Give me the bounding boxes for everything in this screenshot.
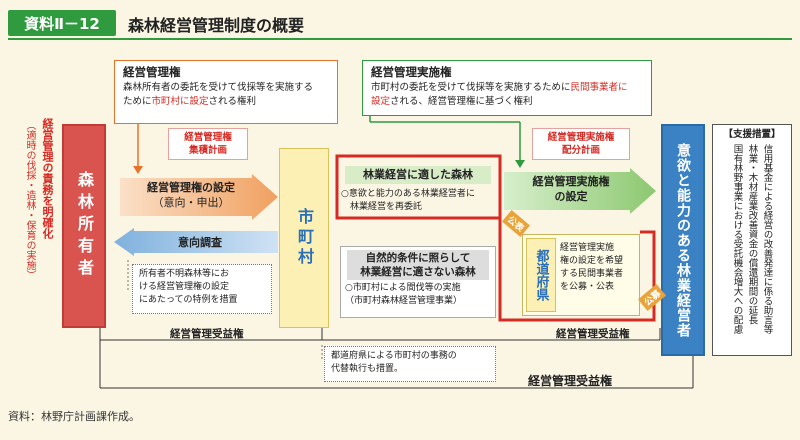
plan-left-line1: 経営管理権 xyxy=(184,132,232,143)
arrow-set-shape xyxy=(120,174,278,220)
implementation-right-desc-b: 設定される、経営管理権に基づく権利 xyxy=(371,95,643,109)
note-owner-unknown: 所有者不明森林等にお ける経営管理権の設定 にあたっての特例を措置 xyxy=(132,264,272,314)
arrow-survey-text: 意向調査 xyxy=(178,236,222,249)
unsuitable-title1: 自然的条件に照らして xyxy=(365,252,471,264)
support-title: 【支援措置】 xyxy=(723,129,781,140)
unsuitable-title2: 林業経営に適さない森林 xyxy=(360,266,476,278)
plan-right-line1: 経営管理実施権 xyxy=(547,132,615,143)
highlight-suitable xyxy=(335,154,502,220)
arrow-impl-shape xyxy=(504,168,656,214)
unsuitable-line1: ○市町村による間伐等の実施 xyxy=(345,283,461,293)
accumulation-plan-label: 経営管理権 集積計画 xyxy=(168,128,248,160)
desc-b-pre: ために xyxy=(123,96,152,107)
prefecture-desc: 経営管理実施 権の設定を希望 する民間事業者 を公募・公表 xyxy=(560,242,640,294)
forester-column: 意欲と能力のある林業経営者 xyxy=(661,124,705,356)
note-pref-line2: 代替執行も措置。 xyxy=(331,364,404,374)
note-owner-line2: ける経営管理権の設定 xyxy=(139,282,230,292)
municipality-label: 市町村 xyxy=(295,208,314,268)
note-owner-line3: にあたっての特例を措置 xyxy=(139,295,238,305)
desc-b-post2: される、経営管理権に基づく権利 xyxy=(390,96,533,107)
benefit-label-left: 経営管理受益権 xyxy=(170,328,244,340)
note-prefecture-substitute: 都道府県による市町村の事務の 代替執行も措置。 xyxy=(324,346,496,382)
desc-a-pre: 市町村の委託を受けて伐採等を実施するために xyxy=(371,82,571,93)
arrow-survey-shape xyxy=(114,228,278,256)
arrow-set-line1: 経営管理権の設定 xyxy=(147,181,235,194)
management-right-desc-a: 森林所有者の委託を受けて伐採等を実施する xyxy=(123,82,314,93)
arrow-set-text: 経営管理権の設定 （意向・申出） xyxy=(126,180,256,210)
benefit-label-right: 経営管理受益権 xyxy=(556,328,630,340)
pref-line3: する民間事業者 xyxy=(560,269,624,279)
plan-left-line2: 集積計画 xyxy=(188,145,227,156)
pref-line2: 権の設定を希望 xyxy=(560,256,624,266)
implementation-right-box: 経営管理実施権 市町村の委託を受けて伐採等を実施するために民間事業者に 設定され… xyxy=(362,60,652,116)
management-right-title: 経営管理権 xyxy=(123,65,181,79)
arrow-survey-left xyxy=(114,228,278,256)
arrow-set-right xyxy=(120,174,278,220)
arrow-impl-line2: の設定 xyxy=(554,190,588,203)
connector-jisshi-head xyxy=(515,160,525,168)
benefit-label-bottom: 経営管理受益権 xyxy=(528,374,613,388)
suitable-forest-desc: ○意欲と能力のある林業経営者に 林業経営を再委託 xyxy=(341,188,499,214)
support-measures-box: 【支援措置】 信用基金による経営の改善発達に係る助言等 林業・木材産業改善資金の… xyxy=(712,124,792,356)
suitable-line2: 林業経営を再委託 xyxy=(341,202,423,212)
arrow-impl-line1: 経営管理実施権 xyxy=(532,175,610,188)
owner-duty-title: 経営管理の責務を明確化 xyxy=(41,118,54,239)
connector-kanri-head xyxy=(133,166,143,174)
prefecture-label-cell: 都道府県 xyxy=(526,238,556,312)
desc-b-red2: 設定 xyxy=(371,96,391,107)
source-note: 資料：林野庁計画課作成。 xyxy=(8,410,140,423)
forest-owner-label: 森林所有者 xyxy=(75,171,94,281)
support-col1: 信用基金による経営の改善発達に係る助言等 xyxy=(761,144,773,334)
support-columns: 信用基金による経営の改善発達に係る助言等 林業・木材産業改善資金の償還期間の延長… xyxy=(716,144,788,354)
highlight-prefecture xyxy=(498,205,656,322)
unsuitable-forest-title: 自然的条件に照らして 林業経営に適さない森林 xyxy=(347,250,489,280)
arrow-impl-right xyxy=(504,168,656,214)
desc-b-post: される権利 xyxy=(208,96,257,107)
owner-duty-sub: （適時の伐採・造林・保育の実施） xyxy=(24,120,35,280)
suitable-forest-title: 林業経営に適した森林 xyxy=(345,166,491,184)
pref-line4: を公募・公表 xyxy=(560,282,615,292)
management-right-box: 経営管理権 森林所有者の委託を受けて伐採等を実施する ために市町村に設定される権… xyxy=(114,60,338,124)
plan-right-line2: 配分計画 xyxy=(561,145,600,156)
desc-a-red: 民間事業者に xyxy=(570,82,628,93)
figure-title: 森林経営管理制度の概要 xyxy=(128,16,305,35)
suitable-line1: ○意欲と能力のある林業経営者に xyxy=(341,189,475,199)
unsuitable-forest-desc: ○市町村による間伐等の実施 （市町村森林経営管理事業） xyxy=(341,280,495,310)
note-pref-line1: 都道府県による市町村の事務の xyxy=(331,351,457,361)
implementation-right-title: 経営管理実施権 xyxy=(371,65,452,79)
implementation-right-desc-a: 市町村の委託を受けて伐採等を実施するために民間事業者に xyxy=(371,81,643,95)
unsuitable-line2: （市町村森林経営管理事業） xyxy=(345,296,463,306)
arrow-impl-text: 経営管理実施権 の設定 xyxy=(510,174,632,204)
note-owner-line1: 所有者不明森林等にお xyxy=(139,269,230,279)
header-rule xyxy=(8,38,792,40)
unsuitable-forest-box: 自然的条件に照らして 林業経営に適さない森林 ○市町村による間伐等の実施 （市町… xyxy=(340,246,496,318)
pref-line1: 経営管理実施 xyxy=(560,243,615,253)
desc-b-red: 市町村に設定 xyxy=(151,96,209,107)
prefecture-label: 都道府県 xyxy=(533,249,549,301)
support-col3: 国有林野事業における受託機会増大への配慮 xyxy=(731,144,743,334)
figure-badge: 資料Ⅱ－12 xyxy=(8,10,116,36)
allocation-plan-label: 経営管理実施権 配分計画 xyxy=(532,128,630,160)
municipality-column: 市町村 xyxy=(279,148,329,328)
management-right-desc-b: ために市町村に設定される権利 xyxy=(123,95,329,109)
support-col2: 林業・木材産業改善資金の償還期間の延長 xyxy=(746,144,758,325)
arrow-set-line2: （意向・申出） xyxy=(152,196,230,209)
forester-label: 意欲と能力のある林業経営者 xyxy=(675,142,691,338)
forest-owner-column: 森林所有者 xyxy=(62,124,106,328)
